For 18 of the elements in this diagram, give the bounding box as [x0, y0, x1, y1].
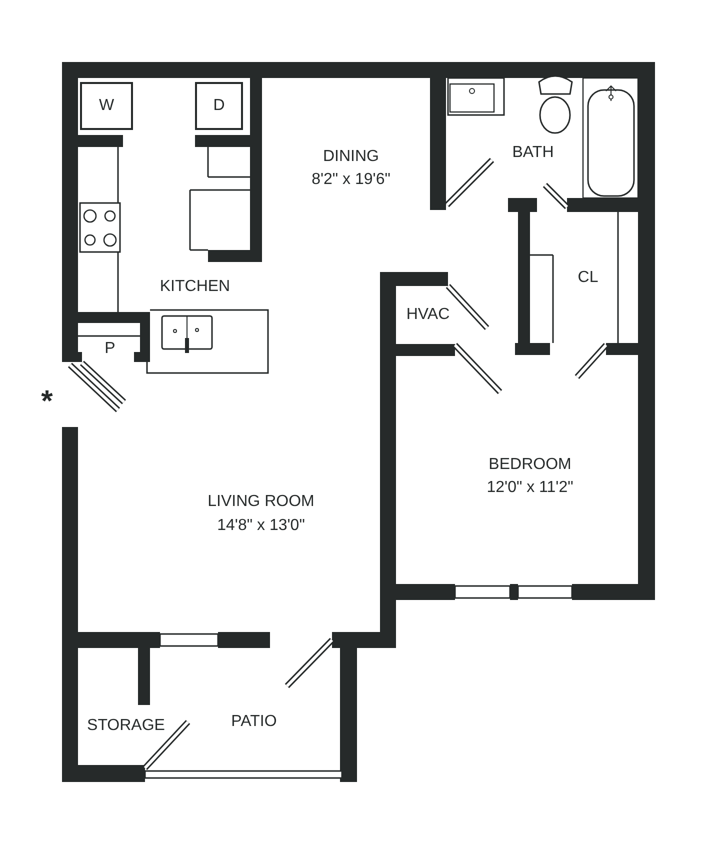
room-label: LIVING ROOM — [208, 494, 314, 510]
appliance-box — [80, 82, 133, 130]
room-label: BATH — [512, 145, 554, 161]
room-label: P — [104, 341, 116, 357]
entry-mark: * — [41, 387, 53, 417]
room-label: CL — [578, 270, 598, 286]
room-label: DINING — [323, 149, 379, 165]
room-label: BEDROOM — [488, 457, 572, 473]
room-label: STORAGE — [87, 718, 165, 734]
room-dimensions: 8'2" x 19'6" — [312, 172, 390, 188]
room-dimensions: 12'0" x 11'2" — [486, 480, 574, 496]
room-dimensions: 14'8" x 13'0" — [217, 518, 305, 534]
room-label: HVAC — [406, 307, 450, 323]
appliance-label: W — [98, 97, 114, 115]
room-label: PATIO — [231, 714, 277, 730]
appliance-box — [195, 82, 243, 130]
appliance-label: D — [213, 97, 225, 115]
room-label: KITCHEN — [160, 279, 230, 295]
